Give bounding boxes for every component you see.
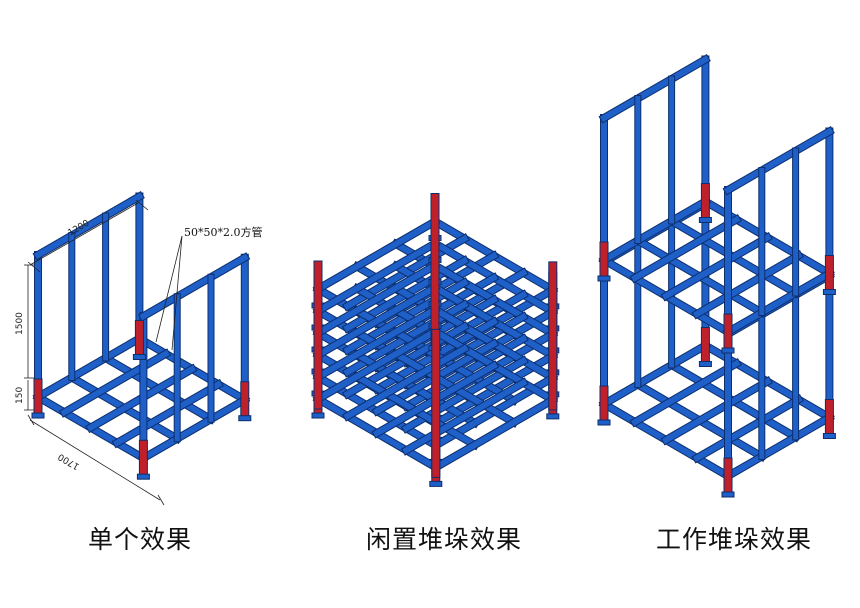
top-rail: [139, 253, 249, 321]
foot-plate: [822, 433, 836, 439]
base-crossbar: [313, 327, 440, 404]
foot-plate: [698, 217, 712, 223]
foot-plate: [136, 473, 150, 480]
foot-plate: [238, 415, 252, 422]
foot-plate: [721, 347, 735, 354]
caption-single: 单个效果: [88, 525, 193, 554]
base-crossbar: [723, 413, 834, 481]
base-crossbar: [431, 395, 557, 472]
base-crossbar: [661, 233, 772, 301]
base-crossbar: [60, 349, 170, 417]
foot-plate: [546, 413, 560, 420]
dim-length-label: 1700: [56, 451, 81, 471]
top-rail: [599, 55, 710, 123]
base-crossbar: [343, 344, 469, 421]
base-crossbar: [313, 283, 440, 360]
base-crossbar: [630, 359, 741, 427]
base-crossbar: [402, 378, 528, 455]
base-crossbar: [33, 334, 144, 402]
foot-plate: [429, 480, 443, 487]
foot-plate: [31, 412, 45, 419]
work-stack-rack: [597, 54, 836, 498]
base-crossbar: [313, 305, 440, 382]
foot-plate: [721, 491, 735, 498]
top-rail: [723, 127, 834, 195]
foot-plate: [597, 419, 611, 426]
base-crossbar: [313, 217, 440, 294]
foot-plate: [597, 275, 611, 282]
foot-plate: [132, 354, 146, 360]
foot-plate: [698, 361, 712, 367]
base-crossbar: [139, 395, 249, 463]
dim-height-label: 1500: [15, 312, 25, 335]
single-rack: [31, 191, 252, 480]
caption-idle-stack: 闲置堆垛效果: [366, 525, 523, 554]
caption-work-stack: 工作堆垛效果: [656, 525, 813, 554]
dimension-lines: [24, 199, 183, 506]
base-crossbar: [692, 251, 803, 319]
foot-plate: [311, 412, 325, 419]
base-crossbar: [599, 197, 710, 265]
base-crossbar: [313, 239, 440, 316]
tube-spec-label: 50*50*2.0方管: [184, 225, 263, 239]
base-crossbar: [313, 261, 440, 338]
base-crossbar: [599, 341, 710, 409]
base-crossbar: [112, 380, 223, 447]
base-crossbar: [692, 395, 803, 463]
top-rail: [33, 192, 144, 260]
base-crossbar: [723, 269, 834, 337]
dim-foot-label: 150: [15, 387, 25, 404]
foot-plate: [822, 289, 836, 295]
idle-stack-rack: [311, 193, 560, 487]
base-crossbar: [630, 215, 741, 283]
base-crossbar: [661, 377, 772, 445]
